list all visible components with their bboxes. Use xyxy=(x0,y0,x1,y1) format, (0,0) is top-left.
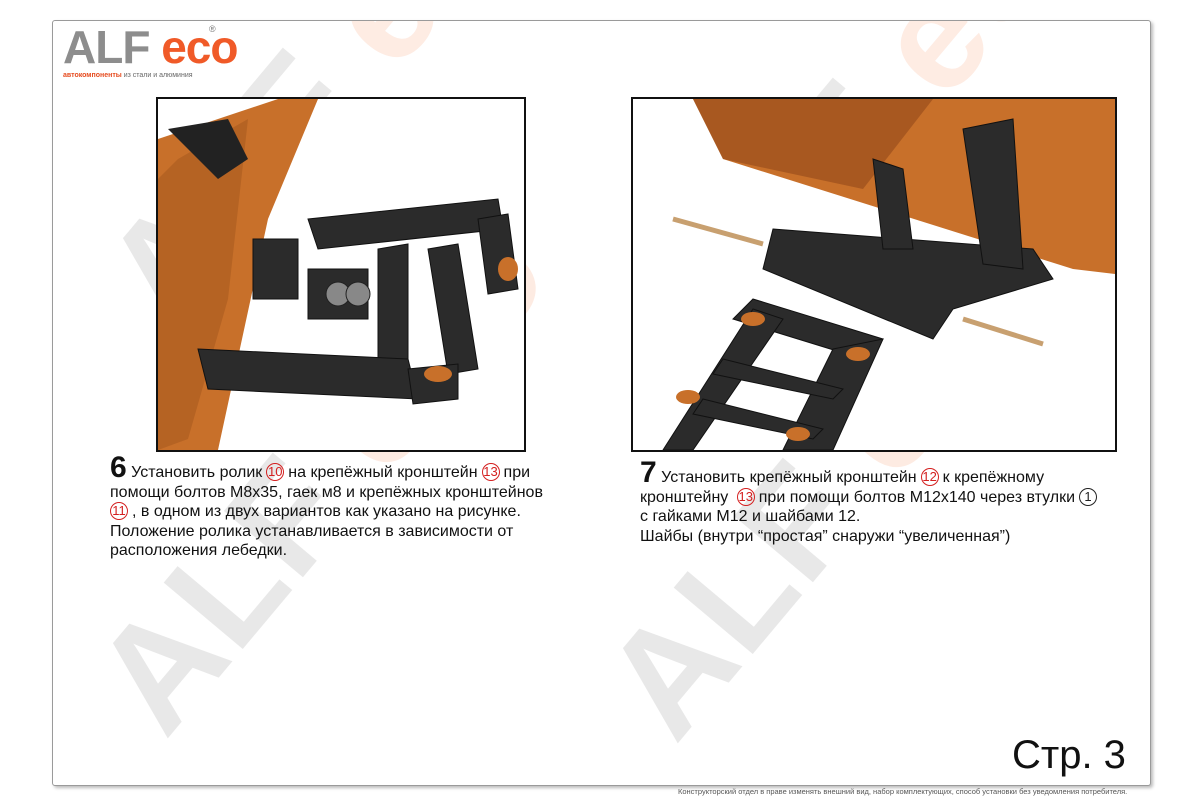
figure-step-7 xyxy=(631,97,1117,452)
page-number: Стр. 3 xyxy=(1012,733,1126,777)
callout-12: 12 xyxy=(920,468,939,486)
brand-logo: ALF eco ® автокомпоненты из стали и алюм… xyxy=(63,21,238,79)
callout-10: 10 xyxy=(266,463,285,481)
step-text: с гайками М12 и шайбами 12. xyxy=(640,508,861,525)
step-text: Шайбы (внутри “простая” снаружи “увеличе… xyxy=(640,527,1011,545)
callout-11: 11 xyxy=(110,502,128,520)
footer-disclaimer: Конструкторский отдел в праве изменять в… xyxy=(678,787,1128,796)
step-number: 7 xyxy=(640,456,657,489)
step-text: при помощи болтов М12х140 через втулки xyxy=(758,488,1076,506)
step-text: на крепёжный кронштейн xyxy=(288,464,478,481)
step-text: к крепёжному кронштейну xyxy=(640,469,1045,506)
step-text: Положение ролика устанавливается в завис… xyxy=(110,522,514,560)
step-text: Установить крепёжный кронштейн xyxy=(661,469,917,486)
callout-13: 13 xyxy=(736,487,755,506)
step-text: , в одном из двух вариантов как указано … xyxy=(132,503,521,520)
step-text: при помощи болтов М8х35, гаек м8 и крепё… xyxy=(110,464,543,501)
step-number: 6 xyxy=(110,451,127,484)
step-text: Установить ролик xyxy=(131,464,263,481)
callout-13: 13 xyxy=(481,463,500,481)
figure-step-6 xyxy=(156,97,526,452)
callout-1: 1 xyxy=(1079,487,1098,506)
